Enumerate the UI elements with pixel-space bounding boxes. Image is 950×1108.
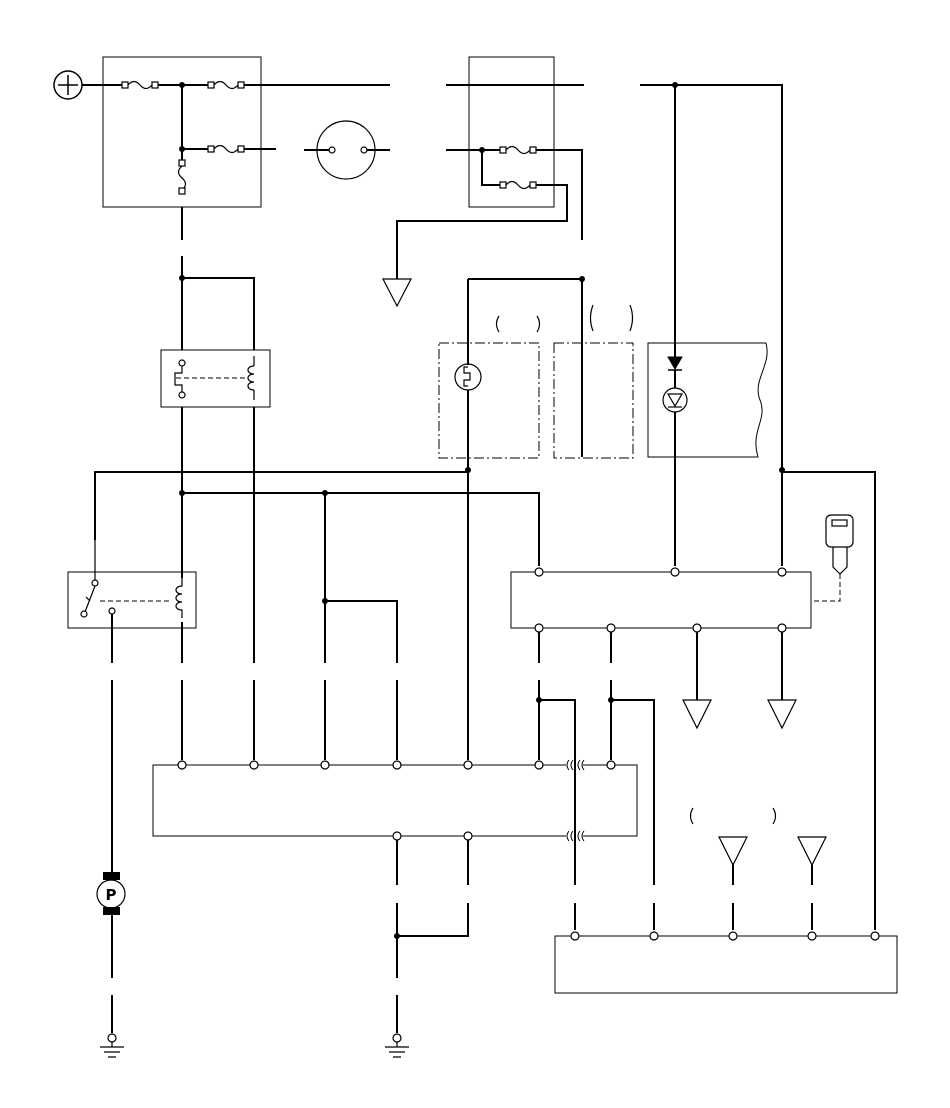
junction-dot <box>608 697 614 703</box>
battery-positive-symbol <box>53 70 83 100</box>
pump-motor-label: P <box>106 886 117 904</box>
ignition-key-icon <box>825 514 854 575</box>
junction-dot <box>579 276 585 282</box>
fuse-icon <box>499 145 537 155</box>
terminal-pin <box>177 760 616 841</box>
key-link <box>811 574 841 602</box>
indicator-panel <box>647 342 768 458</box>
antenna-icon <box>797 836 827 867</box>
lamp-icon <box>454 363 482 391</box>
pump-motor-cap <box>103 872 120 880</box>
connector-block <box>554 935 898 994</box>
ground-icon <box>100 1033 124 1058</box>
relay-switch-icon <box>174 359 186 399</box>
relay-switch-icon <box>80 540 116 618</box>
terminal-pin <box>534 567 787 633</box>
connector-wire <box>732 865 813 885</box>
ground-icon <box>382 278 412 308</box>
lamp-wire <box>467 278 583 540</box>
junction-dot <box>179 82 185 152</box>
fuse-icon <box>207 80 245 90</box>
lamp-box-dashed <box>553 342 634 459</box>
fuse-icon <box>207 144 245 154</box>
fuse-box-wire <box>396 184 568 262</box>
control-wire <box>539 699 655 885</box>
junction-dot <box>179 490 185 496</box>
diode-icon <box>667 356 683 370</box>
control-unit-box <box>152 764 638 837</box>
relay-coil-icon <box>175 578 183 618</box>
ground-icon <box>682 699 712 730</box>
junction-dot <box>322 598 328 604</box>
led-icon <box>662 387 688 413</box>
bracket-label <box>689 807 777 825</box>
relay-box <box>160 349 271 408</box>
signal-bus <box>182 492 540 566</box>
pump-motor-cap <box>103 907 120 915</box>
connector-break <box>566 759 585 842</box>
lamp-box-dashed <box>438 342 540 459</box>
terminal-pin <box>570 931 880 941</box>
control-wire <box>181 540 612 760</box>
junction-dot <box>536 697 542 703</box>
fuse-icon <box>121 80 159 90</box>
fuse-box-wire <box>481 150 500 186</box>
junction-dot <box>394 933 400 939</box>
junction-dot <box>179 275 185 281</box>
ground-icon <box>767 699 797 730</box>
under-dash-fuse-box <box>468 56 555 208</box>
fuse-icon <box>499 180 537 190</box>
relay-wire <box>182 277 255 350</box>
lamp-wire <box>94 471 468 540</box>
ignition-switch-block <box>510 571 812 629</box>
junction-dot <box>465 467 471 473</box>
relay-box <box>67 571 197 629</box>
signal-wire <box>325 600 398 663</box>
fuse-icon <box>177 159 187 195</box>
relay-coil-icon <box>247 356 255 400</box>
control-wire <box>396 840 469 1033</box>
ignition-wire <box>538 632 783 700</box>
antenna-icon <box>718 836 748 867</box>
ground-icon <box>385 1033 409 1058</box>
relay-wire <box>181 407 255 663</box>
connector-wire <box>574 903 876 930</box>
fuse-box-wire <box>536 149 583 240</box>
bracket-label <box>495 304 634 333</box>
junction-dot <box>479 147 485 153</box>
